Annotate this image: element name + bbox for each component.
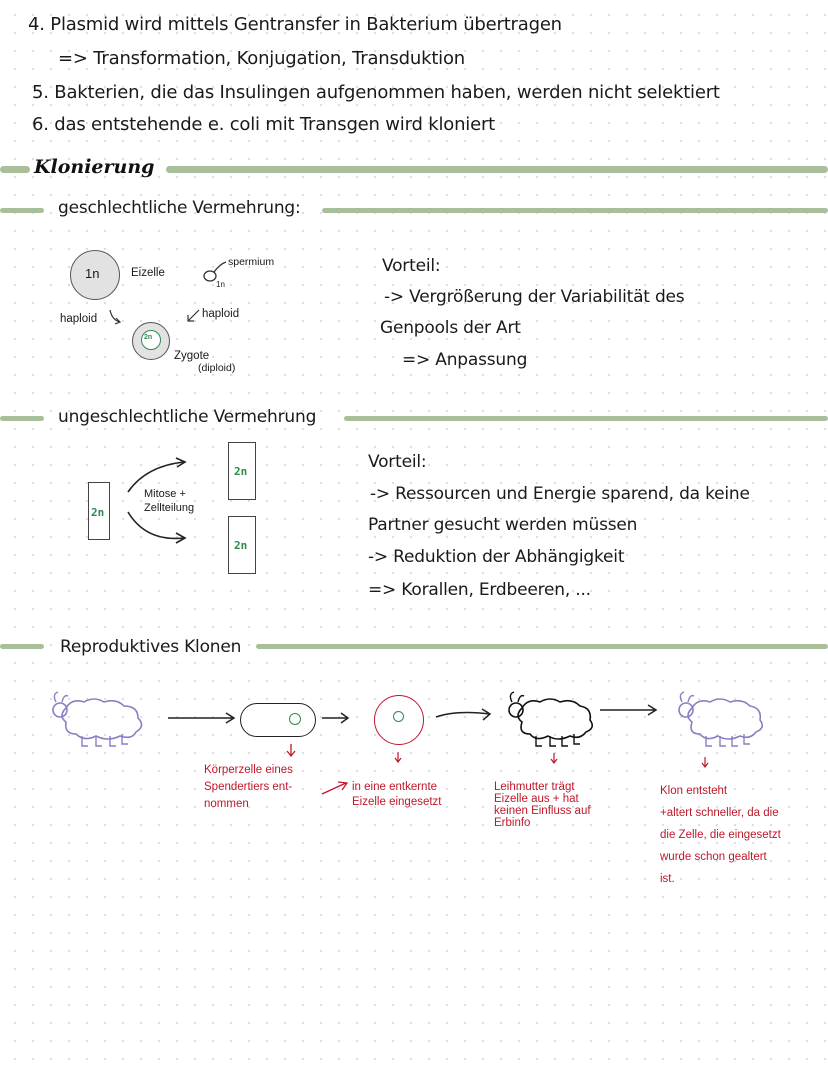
haploid-right: haploid bbox=[202, 308, 240, 320]
sperm-ploidy: 1n bbox=[216, 280, 225, 289]
egg-ploidy: 1n bbox=[85, 266, 100, 281]
note-inserted: in eine entkernte Eizelle eingesetzt bbox=[352, 781, 442, 808]
sperm-icon bbox=[203, 261, 227, 282]
sperm-text: spermium bbox=[228, 256, 275, 268]
parent-cell: 2n bbox=[88, 482, 110, 540]
sexual-advantage-line: -> Vergrößerung der Variabilität des bbox=[384, 287, 685, 307]
step-4: 4. Plasmid wird mittels Gentransfer in B… bbox=[28, 14, 562, 35]
asexual-advantage-line: -> Reduktion der Abhängigkeit bbox=[368, 547, 625, 567]
sexual-title: geschlechtliche Vermehrung: bbox=[58, 198, 301, 218]
sheep-clone-icon bbox=[678, 691, 764, 747]
asexual-advantage-title: Vorteil: bbox=[368, 452, 427, 472]
arrow-down-icon bbox=[394, 752, 402, 763]
arrow-icon bbox=[435, 708, 492, 721]
cloning-title: Reproduktives Klonen bbox=[60, 637, 242, 657]
arrow-icon bbox=[109, 309, 122, 325]
sexual-bar-left bbox=[0, 208, 44, 213]
arrow-down-icon bbox=[550, 753, 558, 764]
mitosis-label-2: Zellteilung bbox=[144, 502, 195, 514]
heading-bar-right bbox=[166, 166, 828, 173]
sheep-donor-icon bbox=[52, 691, 143, 747]
arrow-icon bbox=[321, 781, 349, 795]
asexual-title: ungeschlechtliche Vermehrung bbox=[58, 407, 317, 427]
note-body-cell: Körperzelle eines Spendertiers ent- nomm… bbox=[204, 764, 293, 810]
sexual-advantage-line: Genpools der Art bbox=[380, 318, 521, 338]
sexual-advantage-title: Vorteil: bbox=[382, 256, 441, 276]
cloning-bar-left bbox=[0, 644, 44, 649]
sexual-bar-right bbox=[322, 208, 828, 213]
arrow-icon bbox=[168, 712, 236, 724]
mitosis-label-1: Mitose + bbox=[144, 488, 186, 500]
asexual-advantage-line: -> Ressourcen und Energie sparend, da ke… bbox=[370, 484, 750, 504]
body-cell-nucleus bbox=[289, 713, 301, 725]
egg-inserted-nucleus bbox=[393, 711, 404, 722]
sexual-advantage-line: => Anpassung bbox=[402, 350, 528, 370]
zygote-text: Zygote bbox=[174, 350, 210, 362]
section-title: Klonierung bbox=[34, 156, 155, 178]
egg-cell bbox=[70, 250, 120, 300]
zygote-nucleus bbox=[141, 330, 161, 350]
note-clone: Klon entsteht +altert schneller, da die … bbox=[660, 785, 781, 885]
heading-bar-left bbox=[0, 166, 30, 173]
step-4-methods: => Transformation, Konjugation, Transduk… bbox=[58, 48, 465, 69]
asexual-bar-left bbox=[0, 416, 44, 421]
haploid-left: haploid bbox=[60, 313, 98, 325]
daughter-cell-top: 2n bbox=[228, 442, 256, 500]
arrow-icon bbox=[600, 704, 658, 716]
asexual-bar-right bbox=[344, 416, 828, 421]
egg-text: Eizelle bbox=[131, 267, 165, 279]
arrow-icon bbox=[187, 309, 200, 322]
sheep-surrogate-icon bbox=[508, 691, 594, 747]
cloning-bar-right bbox=[256, 644, 828, 649]
arrow-down-icon bbox=[286, 744, 296, 758]
asexual-advantage-line: => Korallen, Erdbeeren, ... bbox=[368, 580, 591, 600]
zygote-ploidy-label: 2n bbox=[144, 334, 153, 341]
arrow-down-icon bbox=[701, 757, 709, 768]
asexual-advantage-line: Partner gesucht werden müssen bbox=[368, 515, 638, 535]
zygote-diploid: (diploid) bbox=[198, 362, 236, 374]
arrow-icon bbox=[322, 712, 350, 724]
daughter-cell-bottom: 2n bbox=[228, 516, 256, 574]
step-6: 6. das entstehende e. coli mit Transgen … bbox=[32, 114, 496, 135]
note-surrogate: Leihmutter trägt Eizelle aus + hat keine… bbox=[494, 781, 591, 829]
mitosis-arrows bbox=[127, 457, 187, 544]
body-cell bbox=[240, 703, 316, 737]
step-5: 5. Bakterien, die das Insulingen aufgeno… bbox=[32, 82, 720, 103]
